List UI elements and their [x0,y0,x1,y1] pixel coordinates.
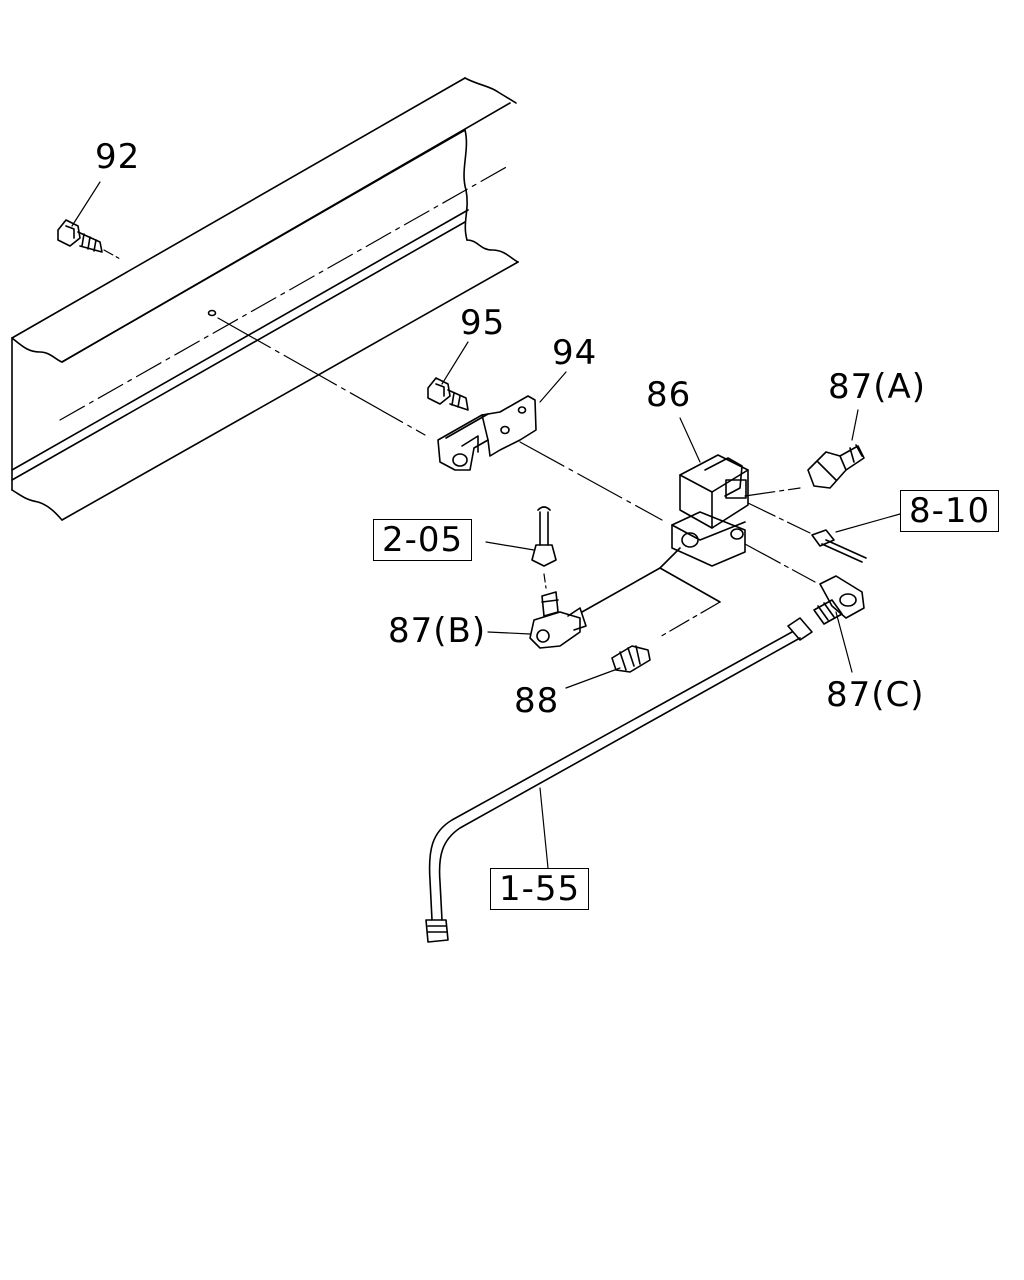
callout-bracket [657,547,721,639]
ref-2-05: 2-05 [373,519,473,561]
ref-1-55: 1-55 [490,868,590,910]
label-87a: 87(A) [828,367,927,407]
connector-8-10 [747,502,901,563]
label-92: 92 [95,137,141,177]
bolt-95 [427,341,469,411]
pipe-2-05 [485,506,557,589]
ref-8-10: 8-10 [900,490,1000,532]
frame-rail [11,77,519,521]
fitting-87a [744,409,865,497]
label-87c: 87(C) [826,675,925,715]
label-86: 86 [646,375,692,415]
solenoid-valve-86 [671,417,749,567]
fitting-87c [744,543,865,673]
mounting-hole [207,309,426,436]
label-88: 88 [514,681,560,721]
label-87b: 87(B) [388,611,487,651]
label-94: 94 [552,333,598,373]
bolt-92 [57,181,123,261]
label-95: 95 [460,303,506,343]
plug-88 [565,645,651,689]
pipe-1-55 [425,617,813,943]
fitting-87b [487,567,661,649]
bracket-94 [437,371,567,471]
